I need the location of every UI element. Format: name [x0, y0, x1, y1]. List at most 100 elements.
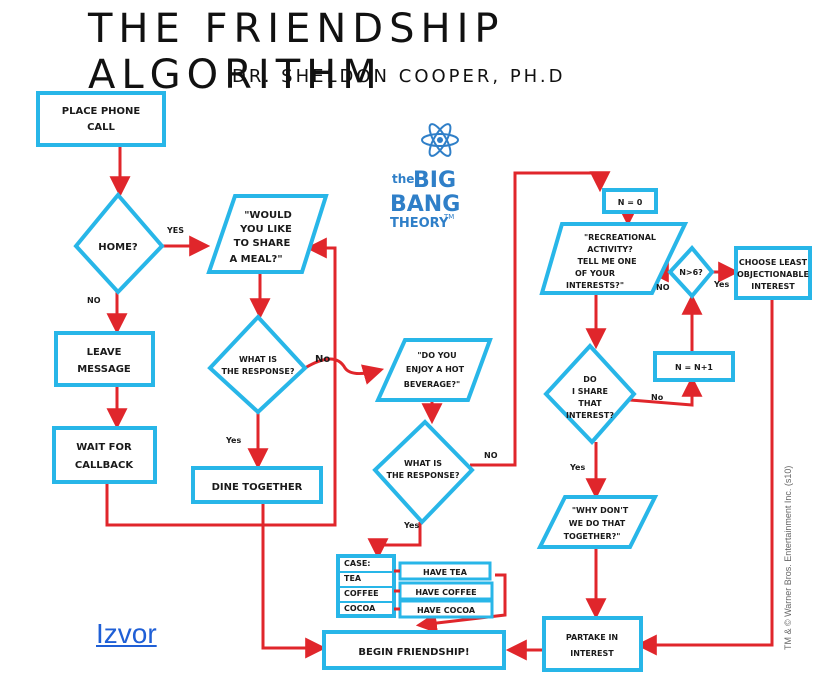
svg-text:WE DO THAT: WE DO THAT	[569, 519, 626, 528]
svg-text:CASE:: CASE:	[344, 559, 371, 568]
node-response-1-decision: WHAT IS THE RESPONSE?	[207, 314, 308, 415]
svg-text:HOME?: HOME?	[98, 242, 138, 253]
node-home-decision: HOME?	[73, 191, 165, 295]
svg-text:TO SHARE: TO SHARE	[234, 238, 291, 249]
svg-text:the: the	[392, 172, 414, 186]
node-partake-in-interest: PARTAKE IN INTEREST	[542, 616, 643, 672]
node-have-cocoa: HAVE COCOA	[398, 599, 494, 619]
svg-text:INTEREST?: INTEREST?	[566, 411, 614, 420]
flow-resp2-to-n0	[470, 171, 611, 467]
diagram-subtitle: DR. SHELDON COOPER, Ph.D	[232, 66, 566, 87]
svg-text:DINE TOGETHER: DINE TOGETHER	[212, 482, 303, 493]
atom-icon	[421, 123, 459, 157]
svg-text:HAVE COCOA: HAVE COCOA	[417, 606, 476, 615]
svg-text:ENJOY A HOT: ENJOY A HOT	[406, 365, 465, 374]
edge-label-resp1-yes: Yes	[225, 436, 241, 445]
edge-label-share-no: No	[651, 393, 664, 402]
svg-text:DO: DO	[583, 375, 597, 384]
svg-text:BEVERAGE?": BEVERAGE?"	[404, 380, 460, 389]
node-begin-friendship: BEGIN FRIENDSHIP!	[322, 630, 506, 670]
svg-text:PARTAKE IN: PARTAKE IN	[566, 633, 618, 642]
svg-text:MESSAGE: MESSAGE	[77, 364, 131, 375]
svg-text:THAT: THAT	[578, 399, 602, 408]
edge-labels: YES NO No Yes NO Yes NO Yes No Yes	[87, 226, 729, 530]
edge-label-n6-no: NO	[656, 283, 670, 292]
flow-resp2-to-case	[367, 522, 422, 560]
svg-text:TOGETHER?": TOGETHER?"	[564, 532, 621, 541]
svg-text:TM: TM	[443, 213, 454, 221]
flow-wait-to-meal	[105, 237, 337, 527]
node-share-interest-decision: DO I SHARE THAT INTEREST?	[543, 343, 637, 445]
svg-text:TELL ME ONE: TELL ME ONE	[577, 257, 636, 266]
edge-label-home-no: NO	[87, 296, 101, 305]
node-recreational-activity: "RECREATIONAL ACTIVITY? TELL ME ONE OF Y…	[539, 222, 689, 295]
svg-text:WAIT FOR: WAIT FOR	[76, 442, 132, 453]
big-bang-theory-logo: the BIG BANG THEORY TM	[390, 123, 460, 231]
node-n-increment: N = N+1	[653, 351, 735, 382]
svg-text:INTEREST: INTEREST	[751, 282, 795, 291]
svg-text:"DO YOU: "DO YOU	[417, 351, 456, 360]
svg-text:WHAT IS: WHAT IS	[404, 459, 442, 468]
svg-text:INTERESTS?": INTERESTS?"	[566, 281, 624, 290]
node-why-dont-we: "WHY DON'T WE DO THAT TOGETHER?"	[536, 495, 659, 549]
svg-text:ACTIVITY?: ACTIVITY?	[587, 245, 633, 254]
svg-text:OBJECTIONABLE: OBJECTIONABLE	[737, 270, 809, 279]
svg-text:A MEAL?": A MEAL?"	[229, 254, 282, 265]
node-share-meal: "WOULD YOU LIKE TO SHARE A MEAL?"	[206, 194, 329, 274]
flow-case-branches	[394, 569, 400, 611]
node-hot-beverage: "DO YOU ENJOY A HOT BEVERAGE?"	[374, 338, 493, 402]
svg-text:N = N+1: N = N+1	[675, 363, 713, 372]
flow-lines	[105, 143, 774, 661]
flow-dine-to-begin	[261, 500, 327, 659]
flow-choose-to-partake	[635, 298, 774, 656]
svg-text:N = 0: N = 0	[618, 198, 643, 207]
svg-text:INTEREST: INTEREST	[570, 649, 614, 658]
node-leave-message: LEAVE MESSAGE	[54, 331, 155, 387]
flow-resp1-to-hot	[304, 357, 385, 385]
svg-text:COFFEE: COFFEE	[344, 589, 379, 598]
node-choose-least-objectionable: CHOOSE LEAST OBJECTIONABLE INTEREST	[734, 246, 812, 300]
edge-label-resp2-no: NO	[484, 451, 498, 460]
node-wait-for-callback: WAIT FOR CALLBACK	[52, 426, 157, 484]
edge-label-resp2-yes: Yes	[403, 521, 419, 530]
diagram-title: THE FRIENDSHIP ALGORITHM	[88, 6, 505, 98]
svg-text:THEORY: THEORY	[390, 216, 449, 231]
edge-label-n6-yes: Yes	[713, 280, 729, 289]
edge-label-home-yes: YES	[166, 226, 184, 235]
node-n-equals-zero: N = 0	[602, 188, 658, 214]
svg-text:"WOULD: "WOULD	[244, 210, 292, 221]
flow-share-to-ninc	[629, 375, 703, 407]
svg-text:COCOA: COCOA	[344, 604, 376, 613]
svg-text:"WHY DON'T: "WHY DON'T	[572, 506, 629, 515]
svg-text:YOU LIKE: YOU LIKE	[239, 224, 292, 235]
svg-text:THE RESPONSE?: THE RESPONSE?	[386, 471, 459, 480]
node-have-coffee: HAVE COFFEE	[398, 581, 494, 601]
node-have-tea: HAVE TEA	[398, 561, 492, 581]
svg-text:TEA: TEA	[344, 574, 362, 583]
node-n-greater-six-decision: N>6?	[667, 244, 715, 300]
svg-text:PLACE PHONE: PLACE PHONE	[62, 106, 141, 117]
svg-text:CALL: CALL	[87, 122, 115, 133]
svg-text:OF YOUR: OF YOUR	[575, 269, 615, 278]
svg-text:BANG: BANG	[390, 192, 460, 217]
svg-text:HAVE COFFEE: HAVE COFFEE	[415, 588, 476, 597]
source-link[interactable]: Izvor	[96, 618, 157, 649]
svg-text:WHAT IS: WHAT IS	[239, 355, 277, 364]
copyright-notice: TM & © Warner Bros. Entertainment Inc. (…	[783, 465, 793, 650]
svg-text:CALLBACK: CALLBACK	[75, 460, 135, 471]
node-response-2-decision: WHAT IS THE RESPONSE?	[372, 419, 475, 525]
svg-text:N>6?: N>6?	[679, 268, 703, 277]
svg-text:THE RESPONSE?: THE RESPONSE?	[221, 367, 294, 376]
node-place-phone-call: PLACE PHONE CALL	[36, 91, 166, 147]
edge-label-resp1-no: No	[315, 354, 330, 365]
svg-text:BEGIN FRIENDSHIP!: BEGIN FRIENDSHIP!	[358, 647, 469, 658]
edge-label-share-yes: Yes	[569, 463, 585, 472]
svg-text:"RECREATIONAL: "RECREATIONAL	[584, 233, 656, 242]
svg-text:BIG: BIG	[413, 168, 456, 193]
svg-text:I SHARE: I SHARE	[572, 387, 608, 396]
svg-text:CHOOSE LEAST: CHOOSE LEAST	[739, 258, 808, 267]
node-case-switch: CASE: TEA COFFEE COCOA	[336, 554, 396, 618]
node-dine-together: DINE TOGETHER	[191, 466, 323, 504]
svg-text:LEAVE: LEAVE	[87, 347, 122, 358]
